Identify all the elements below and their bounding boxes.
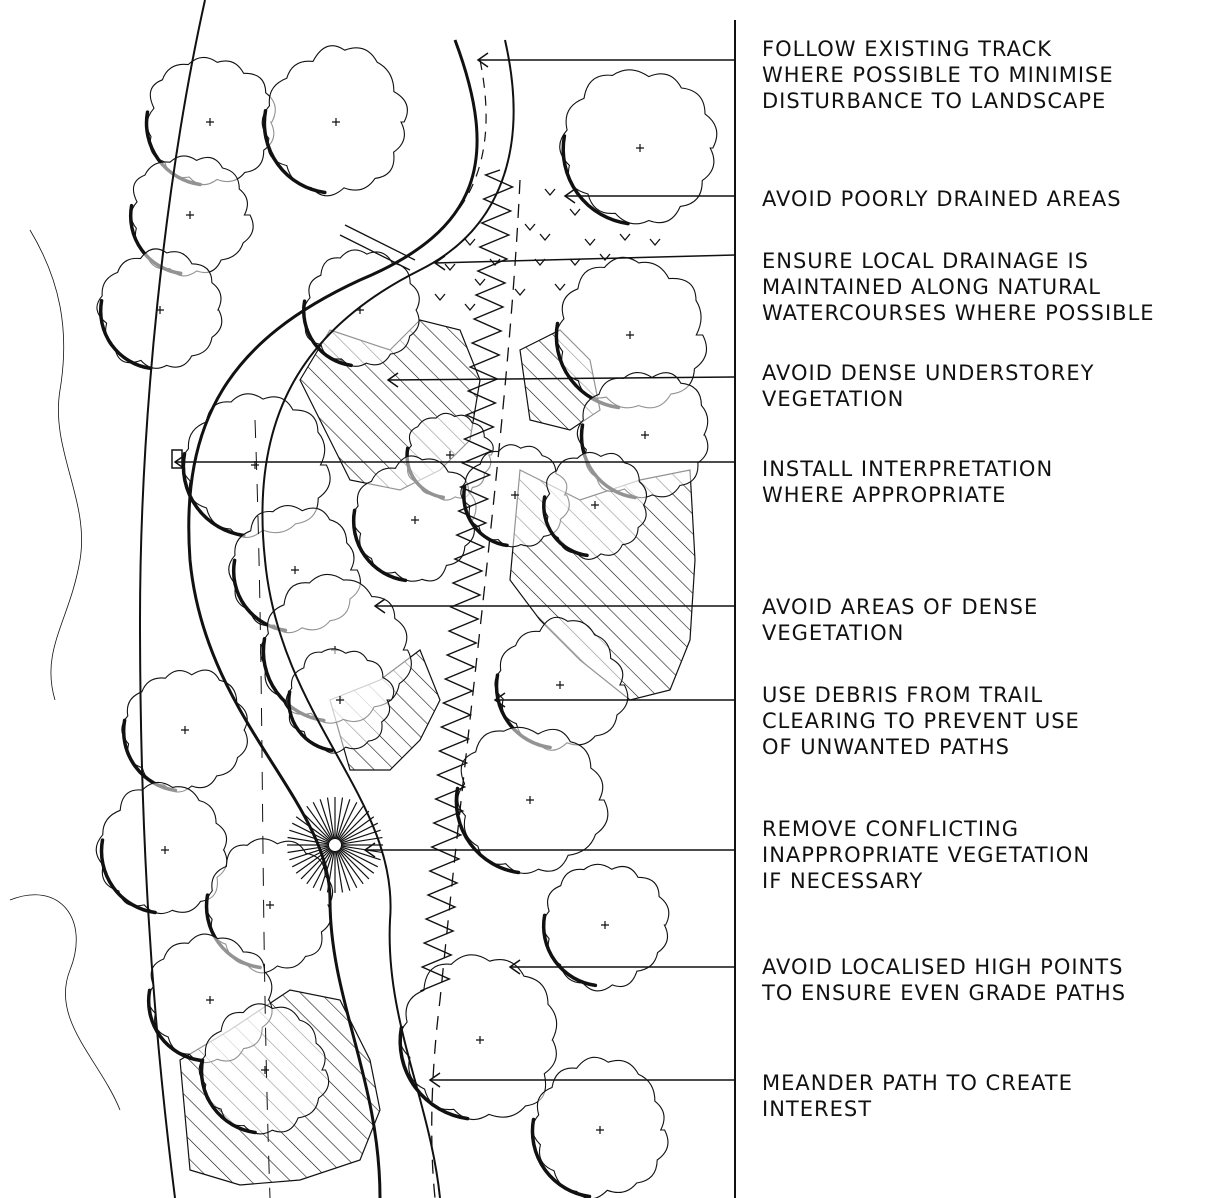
annotation-install-interpretation: INSTALL INTERPRETATION WHERE APPROPRIATE: [762, 456, 1202, 508]
annotation-ensure-drainage: ENSURE LOCAL DRAINAGE IS MAINTAINED ALON…: [762, 248, 1202, 326]
poorly-drained-mark: [475, 279, 485, 285]
annotation-follow-existing-track: FOLLOW EXISTING TRACK WHERE POSSIBLE TO …: [762, 36, 1202, 114]
poorly-drained-mark: [570, 209, 580, 215]
tree-canopy: [543, 864, 669, 991]
contour-line: [30, 230, 82, 700]
poorly-drained-mark: [435, 294, 445, 300]
poorly-drained-mark: [585, 239, 595, 245]
poorly-drained-mark: [545, 189, 555, 195]
poorly-drained-mark: [650, 239, 660, 245]
contour-line: [10, 895, 120, 1110]
annotation-avoid-high-points: AVOID LOCALISED HIGH POINTS TO ENSURE EV…: [762, 954, 1202, 1006]
poorly-drained-mark: [620, 234, 630, 240]
poorly-drained-mark: [445, 264, 455, 270]
poorly-drained-mark: [555, 284, 565, 290]
annotation-meander-path: MEANDER PATH TO CREATE INTEREST: [762, 1070, 1202, 1122]
poorly-drained-mark: [540, 234, 550, 240]
annotation-avoid-dense-vegetation: AVOID AREAS OF DENSE VEGETATION: [762, 594, 1202, 646]
poorly-drained-mark: [465, 304, 475, 310]
poorly-drained-mark: [525, 224, 535, 230]
annotation-remove-conflicting: REMOVE CONFLICTING INAPPROPRIATE VEGETAT…: [762, 816, 1202, 894]
annotation-avoid-poorly-drained: AVOID POORLY DRAINED AREAS: [762, 186, 1202, 212]
poorly-drained-mark: [515, 289, 525, 295]
poorly-drained-mark: [465, 239, 475, 245]
annotation-leader-line: [435, 255, 735, 263]
annotation-avoid-understorey: AVOID DENSE UNDERSTOREY VEGETATION: [762, 360, 1202, 412]
annotation-use-debris: USE DEBRIS FROM TRAIL CLEARING TO PREVEN…: [762, 682, 1202, 760]
